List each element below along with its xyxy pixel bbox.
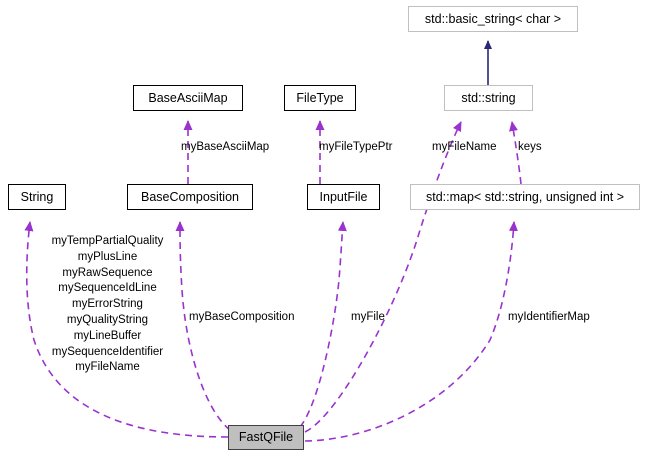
edge-usage-keys bbox=[509, 121, 522, 185]
edge-label-my-file-type-ptr: myFileTypePtr bbox=[319, 141, 393, 153]
node-string[interactable]: String bbox=[8, 184, 66, 210]
field-name: myPlusLine bbox=[77, 250, 138, 263]
edge-label-string-field-list: myTempPartialQuality myPlusLine myRawSeq… bbox=[0, 234, 215, 376]
edge-usage-string-fields bbox=[24, 221, 229, 438]
field-name: myQualityString bbox=[66, 313, 149, 326]
field-name: mySequenceIdentifier bbox=[51, 345, 164, 358]
field-name: myFileName bbox=[75, 361, 140, 374]
field-name: mySequenceIdLine bbox=[58, 282, 157, 295]
edge-usage-my-identifier-map bbox=[304, 221, 518, 442]
edge-usage-my-file bbox=[299, 221, 347, 428]
field-name: myTempPartialQuality bbox=[51, 235, 164, 247]
edge-label-my-base-ascii-map: myBaseAsciiMap bbox=[181, 141, 270, 153]
node-std-map[interactable]: std::map< std::string, unsigned int > bbox=[410, 184, 640, 210]
edge-usage-my-base-composition bbox=[175, 221, 231, 431]
edge-label-my-file: myFile bbox=[351, 311, 385, 323]
field-name: myLineBuffer bbox=[73, 329, 142, 342]
edge-label-keys: keys bbox=[518, 141, 542, 153]
node-input-file[interactable]: InputFile bbox=[307, 184, 380, 210]
edge-usage-my-file-name bbox=[304, 121, 462, 433]
node-std-basic-string[interactable]: std::basic_string< char > bbox=[408, 6, 578, 32]
field-name: myRawSequence bbox=[62, 266, 153, 279]
node-base-composition[interactable]: BaseComposition bbox=[127, 184, 253, 210]
node-base-ascii-map[interactable]: BaseAsciiMap bbox=[133, 85, 243, 111]
node-fastq-file[interactable]: FastQFile bbox=[228, 425, 304, 450]
edge-label-my-identifier-map: myIdentifierMap bbox=[508, 311, 590, 323]
node-std-string[interactable]: std::string bbox=[444, 85, 533, 111]
edge-label-my-file-name: myFileName bbox=[432, 141, 497, 153]
edge-label-my-base-composition: myBaseComposition bbox=[189, 311, 295, 323]
field-name: myErrorString bbox=[72, 298, 143, 311]
node-file-type[interactable]: FileType bbox=[284, 85, 356, 111]
